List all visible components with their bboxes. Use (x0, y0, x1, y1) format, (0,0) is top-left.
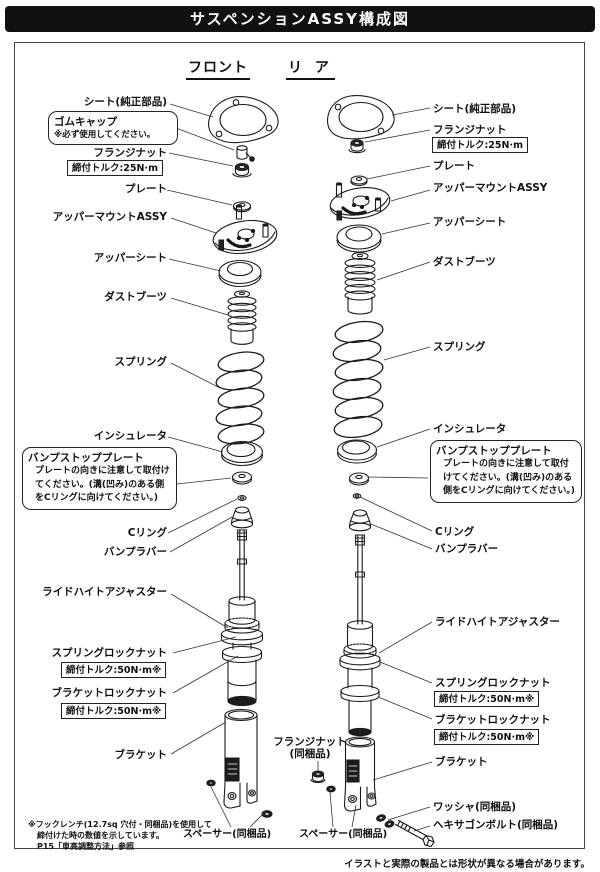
front-spacer-washer-drawing (207, 780, 272, 817)
rear-bump-stop-plate-drawing (350, 473, 369, 485)
rear-bump-rubber-drawing (350, 510, 371, 531)
illustration-disclaimer: イラストと実際の製品とは形状が異なる場合があります。 (344, 859, 590, 870)
torque-rear-flange-nut: 締付トルク:25N·m (432, 137, 528, 153)
front-upper-seat-drawing (219, 261, 261, 287)
rear-sheet-plate-drawing (328, 96, 395, 139)
rear-insulator-drawing (338, 440, 377, 463)
rear-hexagon-bolt-drawing (396, 821, 435, 847)
torque-rear-spring-lock: 締付トルク:50N·m※ (434, 691, 540, 707)
label-rear-plate: プレート (433, 160, 475, 172)
torque-rear-bracket-lock: 締付トルク:50N·m※ (434, 729, 540, 745)
front-bump-stop-plate-drawing (233, 472, 252, 484)
torque-front-spring-lock: 締付トルク:50N·m※ (61, 662, 167, 678)
label-rear-flange-nut-included-line1: フランジナット (273, 736, 347, 748)
label-rear-sheet: シート(純正部品) (433, 103, 517, 115)
column-header-rear: リ ア (286, 57, 335, 80)
label-front-sheet: シート(純正部品) (83, 96, 167, 108)
note-front-rubber-cap-title: ゴムキャップ (54, 116, 117, 128)
label-front-flange-nut: フランジナット (93, 147, 168, 159)
front-bracket-drawing (224, 710, 257, 809)
label-rear-washer: ワッシャ(同梱品) (433, 801, 517, 813)
torque-front-bracket-lock: 締付トルク:50N·m※ (61, 703, 167, 719)
leader-lines (167, 104, 432, 831)
front-sheet-plate-drawing (209, 97, 279, 143)
front-bump-rubber-drawing (232, 507, 253, 528)
label-front-spacer: スペーサー(同梱品) (183, 829, 272, 840)
note-rear-bump-stop-text: プレートの向きに注意して取付けてください。(溝(凹み)のある側をCリングに向けて… (443, 459, 575, 496)
label-rear-insulator: インシュレータ (433, 423, 507, 435)
rear-c-ring-drawing (353, 494, 361, 498)
front-rubber-cap-drawing (237, 146, 254, 161)
note-front-bump-stop-text: プレートの向きに注意して取付けてください。(溝(凹み)のある側をCリングに向けて… (35, 466, 170, 503)
label-front-dust-boots: ダストブーツ (104, 291, 167, 303)
label-rear-upper-mount: アッパーマウントASSY (433, 182, 548, 194)
hook-wrench-footnote: ※フックレンチ(12.7sq 穴付・同梱品)を使用して 締付けた時の数値を示して… (28, 819, 212, 853)
label-front-plate: プレート (125, 183, 167, 195)
label-rear-upper-seat: アッパーシート (433, 216, 507, 228)
label-front-c-ring: Cリング (127, 527, 167, 539)
note-rear-bump-stop-title: バンプストッププレート (436, 445, 552, 457)
diagram-border (14, 42, 585, 849)
label-rear-ride-height-adjuster: ライドハイトアジャスター (435, 616, 560, 628)
label-front-upper-mount: アッパーマウントASSY (52, 211, 167, 223)
note-front-bump-stop-title: バンプストッププレート (28, 452, 144, 464)
label-rear-spring-lock-nut: スプリングロックナット (435, 677, 551, 689)
rear-dust-boot-drawing (345, 253, 375, 314)
front-insulator-drawing (222, 442, 263, 466)
label-front-upper-seat: アッパーシート (93, 252, 167, 264)
label-front-spring: スプリング (114, 356, 168, 368)
label-rear-c-ring: Cリング (435, 526, 475, 538)
label-rear-hex-bolt: ヘキサゴンボルト(同梱品) (433, 819, 559, 831)
rear-flange-nut-drawing (349, 140, 365, 153)
label-front-insulator: インシュレータ (93, 430, 167, 442)
front-upper-mount-drawing (211, 205, 279, 257)
label-front-spring-lock-nut: スプリングロックナット (51, 647, 168, 659)
note-front-rubber-cap-text: ※必ず使用してください。 (54, 130, 156, 140)
label-front-ride-height-adjuster: ライドハイトアジャスター (42, 586, 167, 598)
rear-plate-washer-drawing (351, 176, 367, 186)
footnote-line1: ※フックレンチ(12.7sq 穴付・同梱品)を使用して (28, 820, 212, 829)
label-rear-flange-nut-included: フランジナット (同梱品) (270, 736, 350, 760)
rear-spring-drawing (332, 319, 384, 440)
note-front-rubber-cap: ゴムキャップ ※必ず使用してください。 (48, 111, 178, 145)
label-rear-bracket: ブラケット (435, 756, 488, 768)
page-title: サスペンションASSY構成図 (5, 6, 595, 32)
label-rear-bump-rubber: バンプラバー (435, 543, 499, 555)
label-rear-spring: スプリング (433, 341, 486, 353)
rear-bracket-drawing (345, 737, 377, 811)
rear-shock-absorber-drawing (340, 535, 380, 736)
label-rear-flange-nut: フランジナット (433, 124, 507, 136)
front-shock-absorber-drawing (222, 530, 263, 706)
label-front-bracket-lock-nut: ブラケットロックナット (51, 687, 168, 699)
label-rear-flange-nut-included-line2: (同梱品) (289, 748, 331, 760)
rear-included-hardware-drawing (311, 771, 395, 828)
front-c-ring-drawing (238, 496, 246, 501)
front-dust-boot-drawing (228, 291, 256, 345)
label-front-bump-rubber: バンプラバー (103, 546, 167, 558)
label-rear-bracket-lock-nut: ブラケットロックナット (435, 714, 551, 726)
label-front-bracket: ブラケット (114, 749, 168, 761)
footnote-line2: 締付けた時の数値を示しています。 (37, 831, 164, 841)
front-flange-nut-drawing (233, 164, 251, 178)
front-spring-drawing (215, 349, 265, 446)
rear-upper-mount-drawing (328, 183, 392, 222)
column-header-front: フロント (186, 57, 250, 80)
label-rear-spacer: スペーサー(同梱品) (299, 829, 388, 840)
note-rear-bump-stop: バンプストッププレート プレートの向きに注意して取付けてください。(溝(凹み)の… (430, 440, 582, 503)
footnote-line3: P15「車高調整方法」参照 (37, 842, 134, 852)
label-rear-dust-boots: ダストブーツ (433, 256, 496, 268)
note-front-bump-stop: バンプストッププレート プレートの向きに注意して取付けてください。(溝(凹み)の… (22, 447, 177, 510)
torque-front-flange-nut: 締付トルク:25N·m (67, 160, 163, 176)
rear-upper-seat-drawing (337, 225, 381, 252)
